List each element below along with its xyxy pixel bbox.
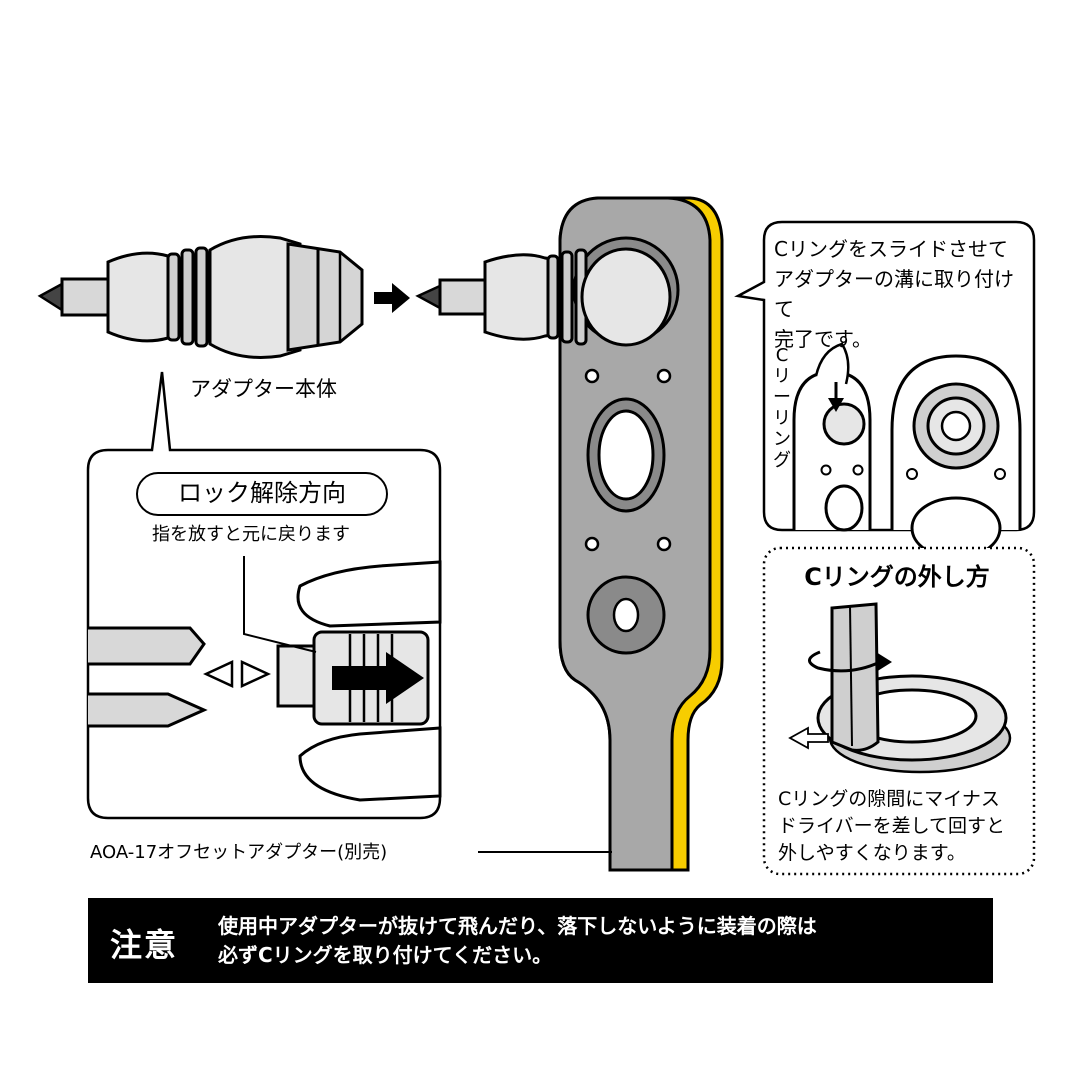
callout-line: 完了です。: [774, 327, 872, 351]
vertical-char: ー: [773, 387, 791, 408]
mounted-adapter: [415, 247, 672, 347]
cring-removal-panel: [762, 546, 1036, 876]
triangle-right-icon: [240, 660, 271, 688]
warning-line-1: 使用中アダプターが抜けて飛んだり、落下しないように装着の際は: [218, 914, 817, 938]
removal-line: 外しやすくなります。: [778, 842, 966, 864]
finger-note: 指を放すと元に戻ります: [152, 524, 350, 545]
cring-removal-text: Cリングの隙間にマイナス ドライバーを差して回すと 外しやすくなります。: [778, 786, 1028, 867]
right-arrow-icon: [374, 283, 410, 313]
vertical-char: グ: [773, 450, 791, 471]
lock-release-label: ロック解除方向: [136, 472, 388, 516]
cring-removal-title: Cリングの外し方: [804, 563, 990, 591]
removal-line: Cリングの隙間にマイナス: [778, 788, 1000, 810]
removal-line: ドライバーを差して回すと: [778, 815, 1006, 837]
warning-banner: 注意 使用中アダプターが抜けて飛んだり、落下しないように装着の際は 必ずCリング…: [88, 898, 993, 983]
warning-line-2: 必ずCリングを取り付けてください。: [218, 943, 553, 967]
model-label: AOA-17オフセットアダプター(別売): [90, 842, 388, 863]
warning-label: 注意: [110, 926, 179, 964]
lock-release-panel: [86, 371, 442, 820]
lock-release-arrow-icon: [332, 652, 424, 704]
callout-line: Cリングをスライドさせて: [774, 237, 1008, 261]
triangle-left-icon: [203, 660, 234, 688]
cring-attach-text: Cリングをスライドさせて アダプターの溝に取り付けて 完了です。: [774, 234, 1024, 354]
vertical-char: C: [775, 345, 789, 366]
adapter-body-illustration: [37, 235, 364, 359]
vertical-char: リ: [773, 366, 791, 387]
warning-text: 使用中アダプターが抜けて飛んだり、落下しないように装着の際は 必ずCリングを取り…: [218, 912, 817, 970]
adapter-body-label: アダプター本体: [190, 377, 337, 401]
vertical-char: リ: [773, 408, 791, 429]
cring-attach-panel: [734, 220, 1036, 560]
vertical-char: ン: [773, 429, 791, 450]
callout-line: アダプターの溝に取り付けて: [774, 267, 1014, 321]
cring-vertical-label: C リ ー リ ン グ: [770, 345, 794, 471]
